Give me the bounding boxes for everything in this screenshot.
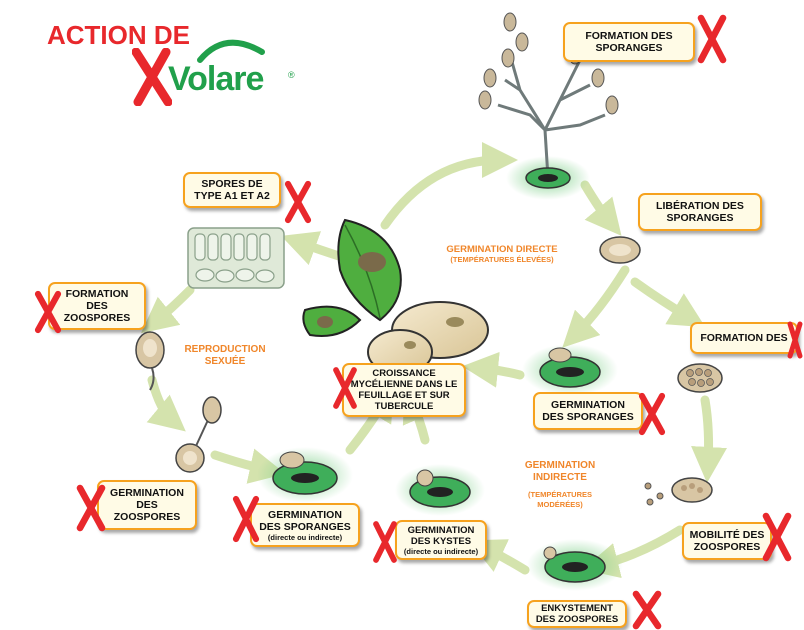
- label-text: GERMINATION DES ZOOSPORES: [110, 487, 184, 523]
- label-text: FORMATION DES ZOOSPORES: [63, 288, 131, 324]
- red-x-cross-icon: [34, 290, 62, 334]
- label-text: GERMINATION DES KYSTES: [407, 524, 475, 547]
- red-x-cross-icon: [284, 180, 312, 224]
- arrow-release-to-formation: [630, 277, 706, 328]
- encystment-cell: [527, 539, 623, 591]
- annotation-direct-germination: GERMINATION DIRECTE (TEMPÉRATURES ÉLEVÉE…: [432, 244, 572, 265]
- zoospore-sporangium-illustration: [677, 363, 723, 393]
- label-text: MOBILITÉ DES ZOOSPORES: [689, 529, 765, 553]
- mobile-zoospores-illustration: [644, 477, 713, 506]
- zoospore-germinating-illustration: [175, 396, 222, 473]
- label-text: LIBÉRATION DES SPORANGES: [656, 200, 744, 224]
- indirect-germination-title: GERMINATION INDIRECTE: [524, 460, 596, 483]
- zoospore-left-illustration: [135, 331, 165, 391]
- arrow-release-to-germination: [562, 265, 630, 348]
- registered-mark: ®: [288, 70, 295, 80]
- sexual-reproduction-text: REPRODUCTION SEXUÉE: [184, 344, 266, 367]
- brand-name: Volare: [168, 60, 264, 98]
- label-zoospore-formation-left: FORMATION DES ZOOSPORES: [48, 282, 146, 330]
- label-zoospore-formation-right: FORMATION DES: [690, 322, 798, 354]
- red-x-cross-icon: [632, 590, 662, 630]
- brand-x-cross-icon: [132, 48, 172, 106]
- leaf-tissue-illustration: [187, 227, 285, 289]
- label-spores-a1-a2: SPORES DE TYPE A1 ET A2: [183, 172, 281, 208]
- arrow-encystment-to-cysts: [468, 539, 530, 575]
- arrow-plant-to-sporangia: [380, 142, 518, 230]
- label-sporangia-germination-bottom: GERMINATION DES SPORANGES (directe ou in…: [250, 503, 360, 547]
- label-text: ENKYSTEMENT DES ZOOSPORES: [535, 603, 619, 625]
- arrow-germ-to-growth: [462, 351, 525, 388]
- red-x-cross-icon: [787, 321, 803, 359]
- red-x-cross-icon: [638, 392, 666, 436]
- red-x-cross-icon: [333, 367, 357, 409]
- arrow-formation-down: [146, 375, 186, 432]
- germinating-cell-right: [522, 344, 618, 396]
- direct-germination-title: GERMINATION DIRECTE: [446, 244, 558, 255]
- arrow-formation-to-mobility: [691, 395, 727, 483]
- label-cyst-germination: GERMINATION DES KYSTES (directe ou indir…: [395, 520, 487, 560]
- label-sporangia-formation-top: FORMATION DES SPORANGES: [563, 22, 695, 62]
- red-x-cross-icon: [697, 14, 727, 64]
- annotation-indirect-germination: GERMINATION INDIRECTE (TEMPÉRATURES MODÉ…: [515, 460, 605, 510]
- label-zoospore-encystment: ENKYSTEMENT DES ZOOSPORES: [527, 600, 627, 628]
- red-x-cross-icon: [373, 521, 397, 563]
- label-sporangia-release: LIBÉRATION DES SPORANGES: [638, 193, 762, 231]
- page-title: ACTION DE: [47, 20, 190, 50]
- sporangium-illustration: [599, 236, 641, 264]
- arrow-spores-to-formation: [140, 285, 195, 334]
- label-zoospore-germination: GERMINATION DES ZOOSPORES: [97, 480, 197, 530]
- label-sporangia-germination-right: GERMINATION DES SPORANGES: [533, 392, 643, 430]
- red-x-cross-icon: [762, 512, 792, 562]
- sporangiophore-illustration: [478, 12, 619, 200]
- indirect-germination-sub: (TEMPÉRATURES MODÉRÉES): [527, 490, 593, 509]
- label-text: CROISSANCE MYCÉLIENNE DANS LE FEUILLAGE …: [350, 368, 458, 412]
- label-text: GERMINATION DES SPORANGES: [542, 399, 634, 423]
- label-text: FORMATION DES: [700, 332, 788, 344]
- red-x-cross-icon: [76, 484, 106, 532]
- label-text: GERMINATION DES SPORANGES: [259, 508, 351, 533]
- annotation-sexual-reproduction: REPRODUCTION SEXUÉE: [180, 344, 270, 368]
- logo-swoosh: [197, 39, 265, 63]
- cyst-germination-cell: [395, 464, 485, 516]
- label-subtext: (directe ou indirecte): [403, 546, 479, 556]
- label-text: SPORES DE TYPE A1 ET A2: [194, 178, 270, 202]
- label-subtext: (directe ou indirecte): [267, 532, 343, 542]
- arrow-sporangia-to-release: [580, 180, 622, 236]
- label-zoospore-mobility: MOBILITÉ DES ZOOSPORES: [682, 522, 772, 560]
- label-text: FORMATION DES SPORANGES: [585, 30, 673, 54]
- direct-germination-sub: (TEMPÉRATURES ÉLEVÉES): [450, 255, 554, 264]
- germinating-cell-bottom: [257, 447, 353, 503]
- label-mycelial-growth: CROISSANCE MYCÉLIENNE DANS LE FEUILLAGE …: [342, 363, 466, 417]
- red-x-cross-icon: [232, 495, 260, 543]
